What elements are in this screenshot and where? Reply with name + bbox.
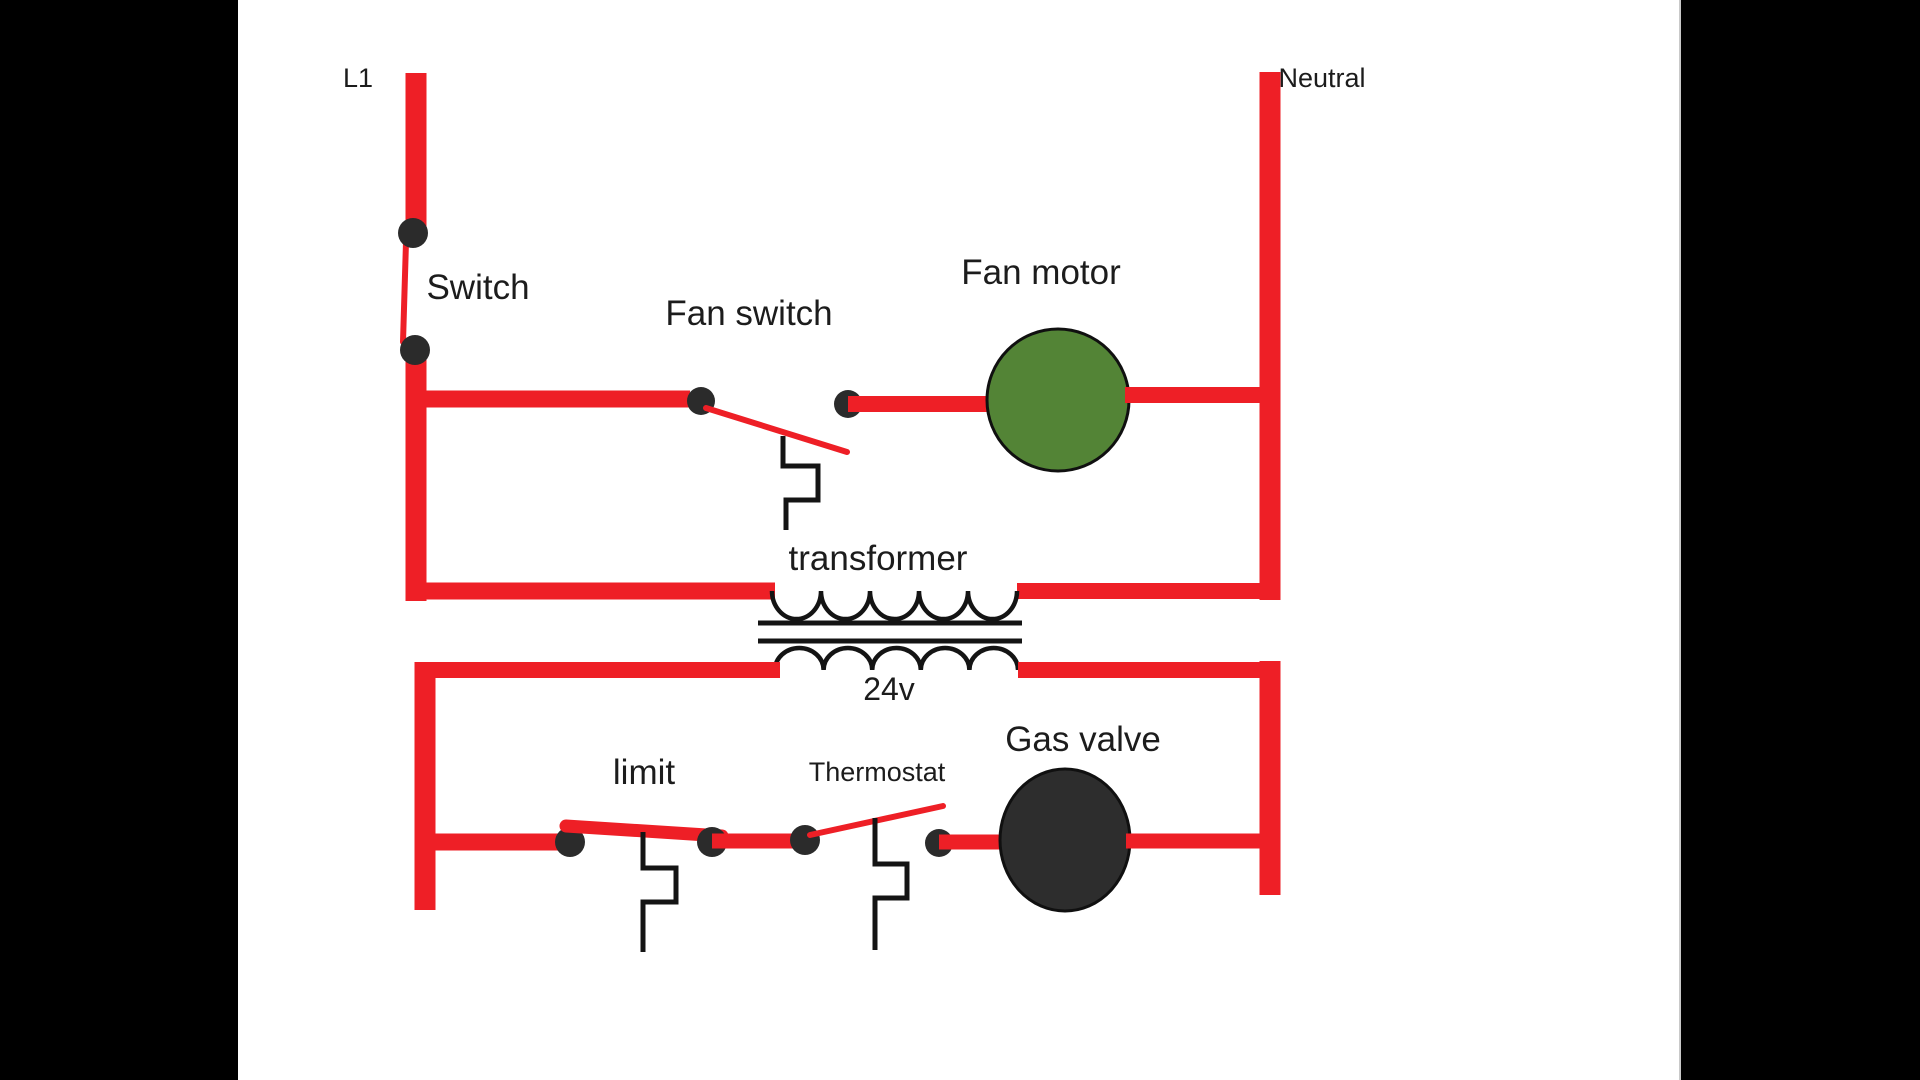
neutral-label: Neutral xyxy=(1278,63,1365,93)
fan-switch-label: Fan switch xyxy=(665,294,832,333)
transformer-label: transformer xyxy=(789,539,968,578)
switch-blade xyxy=(559,819,729,843)
limit-label: limit xyxy=(613,753,675,792)
secondary-coil xyxy=(772,645,1021,671)
fan-motor-symbol xyxy=(985,327,1131,473)
transformer-symbol xyxy=(758,590,1022,671)
main-switch-symbol xyxy=(398,218,430,365)
diagram-panel xyxy=(238,0,1681,1080)
temperature-actuator-icon xyxy=(640,832,679,952)
gas-valve-label: Gas valve xyxy=(1005,720,1161,759)
gas-valve-symbol xyxy=(998,767,1132,913)
fan-motor-label: Fan motor xyxy=(961,253,1121,292)
temperature-actuator-icon xyxy=(872,818,910,950)
temperature-actuator-icon xyxy=(780,436,821,530)
thermostat-symbol xyxy=(790,803,946,950)
secondary-voltage-label: 24v xyxy=(863,671,915,707)
switch-blade xyxy=(703,405,850,455)
contact-dot xyxy=(790,825,820,855)
panel-edge-divider xyxy=(1679,0,1681,1080)
primary-coil xyxy=(769,590,1020,622)
thermostat-label: Thermostat xyxy=(809,757,946,787)
l1-label: L1 xyxy=(343,63,373,93)
contact-dot xyxy=(555,827,585,857)
switch-blade xyxy=(400,239,409,345)
contact-dot xyxy=(398,218,428,248)
contact-dot xyxy=(400,335,430,365)
switch-label: Switch xyxy=(426,268,529,307)
